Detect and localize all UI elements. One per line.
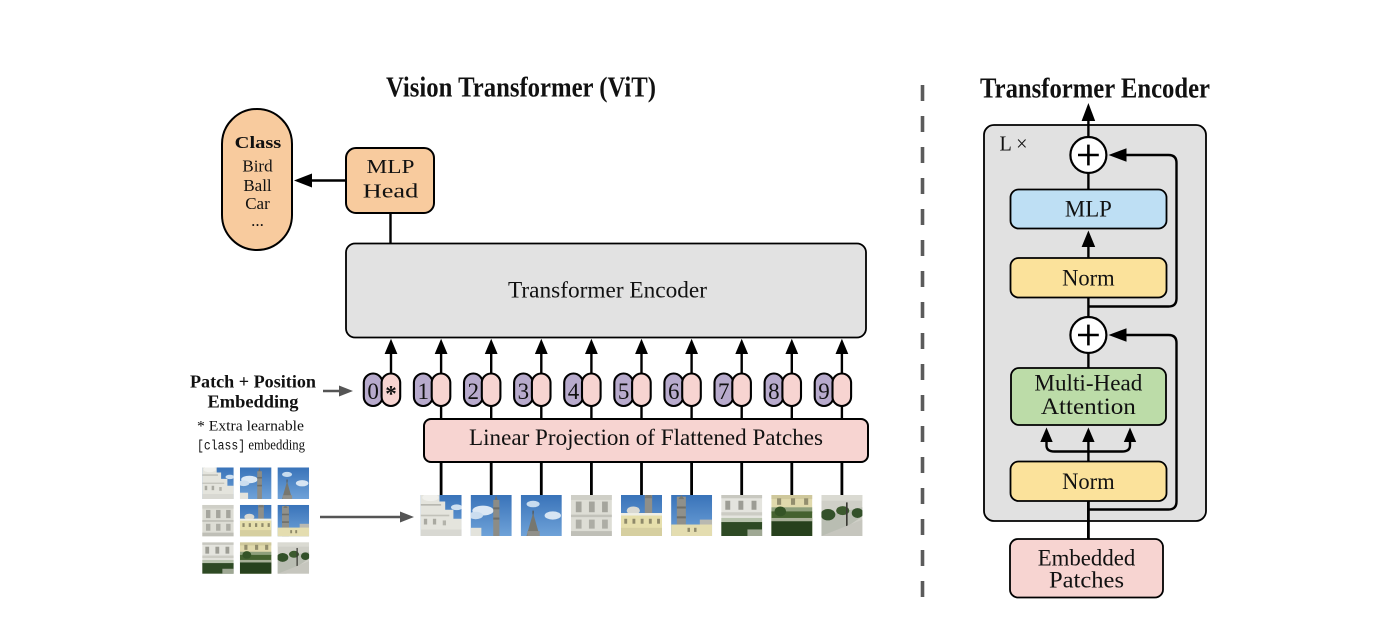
svg-text:Transformer Encoder: Transformer Encoder — [980, 73, 1210, 104]
svg-text:MLP: MLP — [1065, 196, 1112, 221]
svg-text:Patches: Patches — [1049, 568, 1124, 593]
svg-text:Class: Class — [235, 133, 282, 152]
svg-text:4: 4 — [568, 379, 580, 404]
svg-text:* Extra learnable: * Extra learnable — [197, 419, 304, 435]
svg-text:Car: Car — [245, 194, 270, 213]
svg-text:...: ... — [251, 211, 264, 230]
svg-text:Bird: Bird — [242, 156, 273, 175]
svg-text:0: 0 — [367, 379, 379, 404]
svg-text:MLP: MLP — [367, 156, 415, 178]
svg-text:6: 6 — [668, 379, 680, 404]
svg-text:Linear Projection of Flattened: Linear Projection of Flattened Patches — [469, 425, 823, 450]
svg-text:L ×: L × — [1000, 131, 1028, 155]
svg-text:Patch + Position: Patch + Position — [190, 372, 316, 392]
svg-text:Vision Transformer (ViT): Vision Transformer (ViT) — [386, 72, 656, 103]
svg-text:Multi-Head: Multi-Head — [1034, 370, 1142, 395]
svg-text:1: 1 — [417, 379, 429, 404]
svg-text:*: * — [385, 382, 397, 407]
svg-text:2: 2 — [468, 379, 480, 404]
svg-text:Transformer Encoder: Transformer Encoder — [508, 277, 707, 303]
svg-text:Head: Head — [363, 180, 419, 202]
svg-text:3: 3 — [518, 379, 530, 404]
svg-text:9: 9 — [818, 379, 830, 404]
svg-text:Ball: Ball — [243, 176, 272, 195]
svg-text:Norm: Norm — [1062, 469, 1115, 494]
svg-text:Embedded: Embedded — [1038, 546, 1136, 571]
svg-text:Attention: Attention — [1041, 394, 1137, 419]
svg-text:Norm: Norm — [1062, 265, 1115, 290]
svg-text:Embedding: Embedding — [208, 392, 299, 412]
svg-text:7: 7 — [718, 379, 730, 404]
svg-text:5: 5 — [618, 379, 630, 404]
svg-text:[class] embedding: [class] embedding — [197, 437, 305, 454]
svg-text:8: 8 — [768, 379, 780, 404]
